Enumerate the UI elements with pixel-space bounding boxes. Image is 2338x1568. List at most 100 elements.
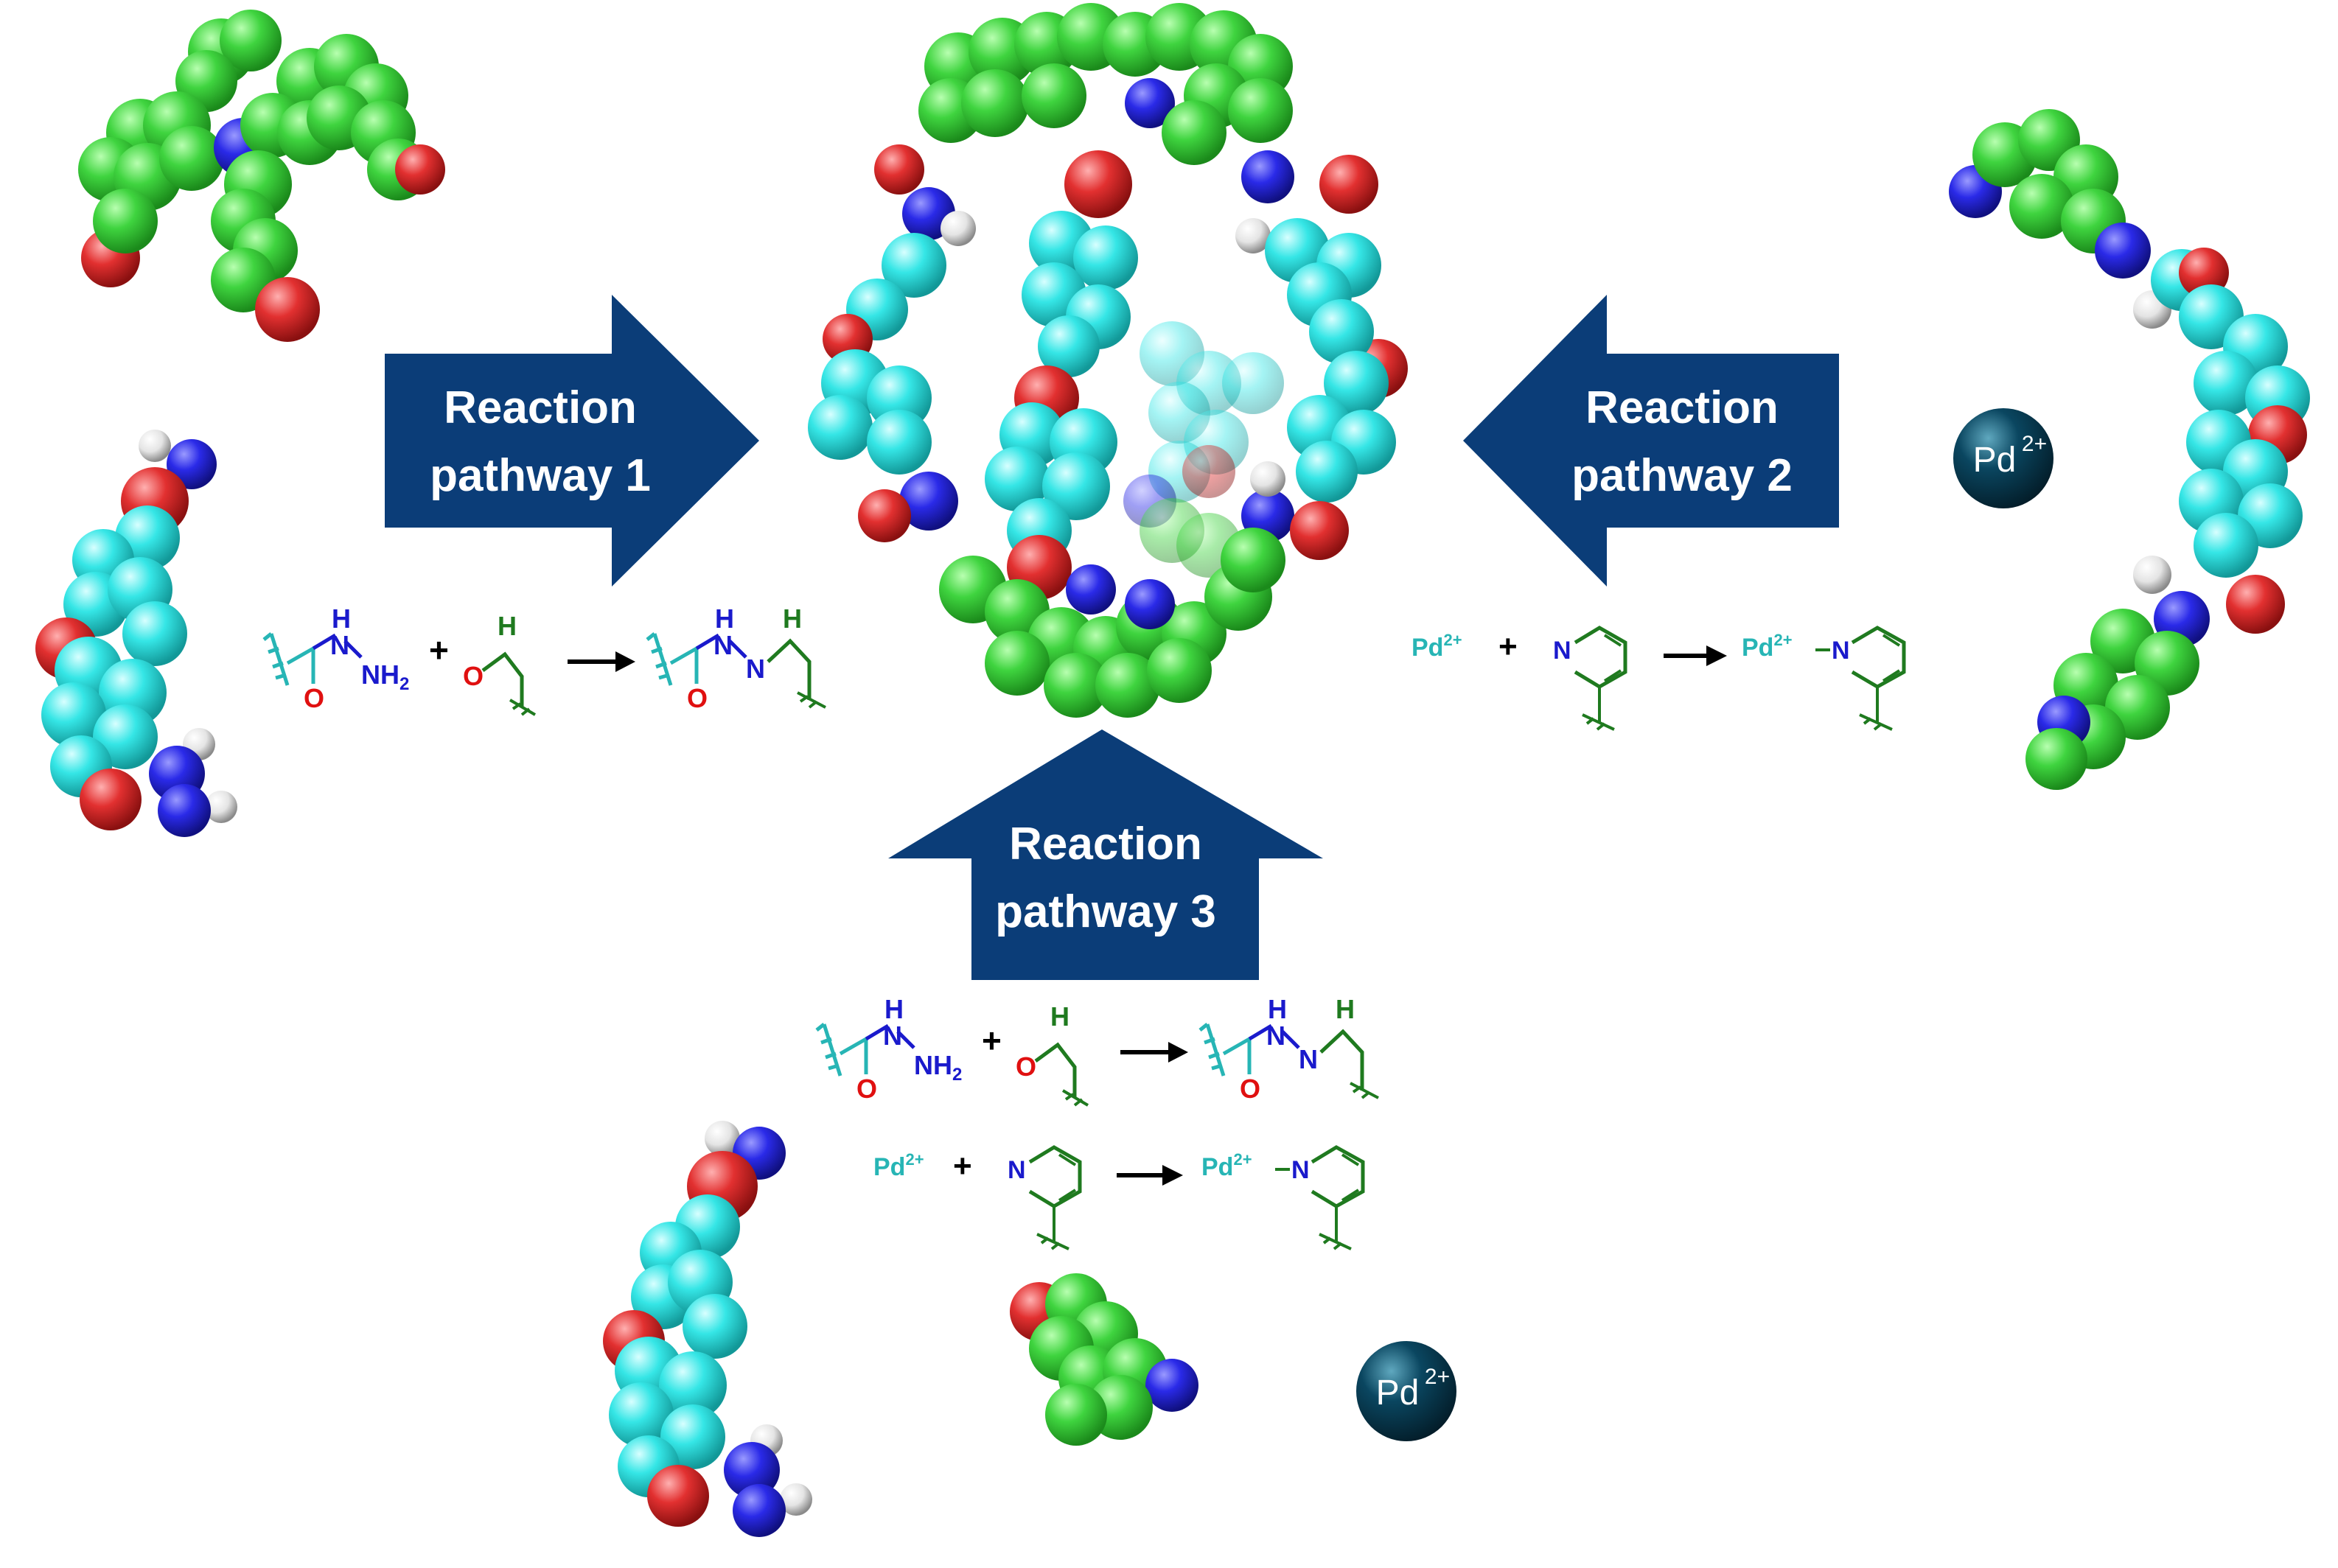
pd-ion: Pd2+ [1742, 631, 1793, 662]
carbon-atom [2009, 174, 2074, 239]
arrow-label-line1: Reaction [444, 382, 637, 433]
oxygen-atom [1319, 155, 1378, 214]
atom-n: N [1553, 637, 1571, 665]
atom-n-imine: N [1299, 1044, 1318, 1074]
nitrogen-atom [1066, 564, 1116, 615]
hydrogen-atom [1235, 218, 1271, 253]
reaction-arrow-head [1706, 645, 1727, 666]
carbon-atom [1042, 452, 1110, 520]
oxygen-atom [1182, 445, 1235, 498]
carbon-atom [122, 601, 187, 666]
arrow-label-line2: pathway 2 [1571, 450, 1793, 501]
carbon-atom [2194, 513, 2258, 578]
carbon-atom [1162, 100, 1226, 165]
atom-h: H [884, 994, 904, 1024]
tripodal-aldehyde-molecule [78, 10, 445, 342]
atom-o: O [304, 683, 324, 713]
atom-o: O [463, 661, 484, 691]
carbon-atom [1073, 225, 1138, 290]
atom-n: N [1832, 637, 1850, 665]
atom-o: O [687, 683, 708, 713]
atom-h: H [1050, 1001, 1069, 1032]
carbon-atom [1296, 441, 1358, 503]
pd-ion: Pd2+ [1411, 631, 1462, 662]
atom-h: H [332, 603, 351, 634]
carbon-atom [1147, 638, 1212, 703]
pyridine-reactant: N [1553, 626, 1627, 731]
carbon-atom [1228, 78, 1293, 143]
carbon-atom [2025, 728, 2087, 790]
pd-pyridine-product: Pd2+ N [1742, 626, 1906, 731]
carbon-atom [2194, 351, 2258, 416]
carbon-atom [659, 1351, 727, 1419]
carbon-atom [1222, 352, 1284, 414]
carbon-atom [867, 410, 932, 475]
carbon-atom [41, 682, 106, 747]
plus-sign: + [429, 631, 449, 669]
nitrogen-atom [1125, 78, 1175, 128]
plus-sign: + [1498, 629, 1518, 665]
arrow-shape [888, 729, 1323, 980]
hydrazone-condensation-scheme-left: H N NH2 O + H O H N N O H [262, 603, 826, 716]
carbon-atom [159, 126, 224, 191]
atom-o: O [1016, 1051, 1036, 1082]
reaction-pathway-1-arrow: Reaction pathway 1 [385, 295, 759, 587]
carbon-atom [1022, 63, 1086, 128]
carbon-atom [220, 10, 282, 71]
atom-h: H [715, 603, 734, 634]
oxygen-atom [1290, 501, 1349, 560]
atom-n: N [883, 1021, 902, 1051]
nitrogen-atom [1125, 579, 1175, 629]
hydrogen-atom [139, 430, 171, 462]
pd-ion: Pd2+ [1201, 1150, 1252, 1181]
hydrogen-atom [705, 1121, 740, 1156]
atom-n: N [1008, 1156, 1026, 1184]
reaction-arrow-head [1168, 1042, 1188, 1063]
pd-charge: 2+ [1425, 1365, 1450, 1389]
carbon-atom [1044, 653, 1109, 718]
carbon-atom [1309, 299, 1374, 364]
oxygen-atom [255, 277, 320, 342]
oxygen-atom [2226, 575, 2285, 634]
atom-n: N [1291, 1156, 1310, 1184]
carbon-atom [961, 69, 1029, 137]
atom-n: N [1266, 1021, 1285, 1051]
carbon-atom [1221, 528, 1285, 592]
carbon-atom [683, 1294, 747, 1359]
pyridine-coordination-scheme-right: Pd2+ + N Pd2+ N [1411, 626, 1906, 731]
carbon-atom [93, 189, 158, 253]
metal-organic-cage [808, 3, 1408, 718]
hydrogen-atom [780, 1483, 812, 1516]
reaction-pathway-2-arrow: Reaction pathway 2 [1463, 295, 1839, 587]
nitrogen-atom [1145, 1359, 1198, 1412]
hydrazone-condensation-scheme-bottom: H N NH2 O + H O H N N O H [815, 994, 1379, 1107]
nitrogen-atom [158, 784, 211, 837]
plus-sign: + [982, 1021, 1002, 1060]
hydrogen-atom [2133, 556, 2171, 594]
atom-h: H [1336, 994, 1355, 1024]
carbon-atom [660, 1404, 725, 1469]
hydrogen-atom [205, 791, 237, 823]
carbon-atom [1324, 351, 1389, 416]
carbon-atom [808, 395, 873, 460]
pd-charge: 2+ [2022, 432, 2047, 456]
pd-symbol: Pd [1376, 1373, 1420, 1413]
nitrogen-atom [724, 1442, 780, 1498]
arrow-label-line2: pathway 1 [430, 450, 651, 501]
carbon-atom [1045, 1384, 1107, 1446]
carbon-atom [1038, 315, 1100, 377]
oxygen-atom [858, 489, 911, 542]
dihydrazide-ligand-molecule-left [35, 430, 237, 837]
atom-n-imine: N [746, 654, 765, 684]
oxygen-atom [647, 1465, 709, 1527]
arrow-label-line1: Reaction [1585, 382, 1779, 433]
hydrazide-reactant: H N NH2 O [262, 603, 409, 713]
atom-h: H [1268, 994, 1287, 1024]
carbon-atom [985, 447, 1050, 511]
nitrogen-atom [1241, 150, 1294, 203]
hydrogen-atom [941, 211, 976, 246]
atom-o: O [1240, 1074, 1260, 1104]
pyridyl-ligand-molecule-right [1949, 109, 2310, 790]
aldehyde-reactant: H O [463, 611, 537, 716]
